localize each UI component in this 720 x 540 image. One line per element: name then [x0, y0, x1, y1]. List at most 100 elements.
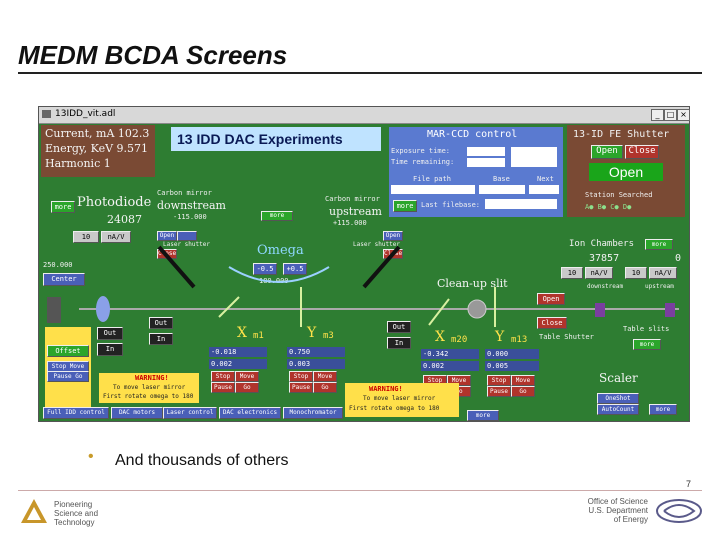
offset-button[interactable]: Offset [47, 345, 89, 357]
photodiode-more-button[interactable]: more [51, 201, 75, 213]
slide-title: MEDM BCDA Screens [18, 40, 288, 70]
motor-move-button[interactable]: Move [447, 375, 471, 386]
tab-dac-motors[interactable]: DAC motors [111, 407, 163, 419]
ion-range-up-select[interactable]: 10 [625, 267, 647, 279]
photodiode-label: Photodiode [77, 195, 152, 210]
fe-close-button[interactable]: Close [625, 145, 659, 159]
table-slits-more-button[interactable]: more [633, 339, 661, 350]
minimize-icon[interactable]: _ [651, 109, 664, 121]
motor-go-button[interactable]: Go [511, 386, 535, 397]
motor-stop-button[interactable]: Stop [487, 375, 511, 386]
carbon-down-open-button[interactable]: Open [157, 231, 177, 241]
ion-range-down-select[interactable]: 10 [561, 267, 583, 279]
photodiode-unit-select[interactable]: nA/V [101, 231, 131, 243]
motor-move-button[interactable]: Move [313, 371, 337, 382]
motor-stop-button[interactable]: Stop [211, 371, 235, 382]
motor-step-field[interactable]: 0.002 [421, 361, 479, 371]
mid-out-button[interactable]: Out [149, 317, 173, 329]
motor-value-field[interactable]: -0.342 [421, 349, 479, 359]
x-arrow-icon [218, 296, 240, 318]
motor-move-button[interactable]: Move [235, 371, 259, 382]
motor-panel-m1: X m1 -0.018 0.002 Stop Move Pause Go [209, 325, 271, 395]
mid-in-button[interactable]: In [149, 333, 173, 345]
right-in-button[interactable]: In [387, 337, 411, 349]
bottom-more-button[interactable]: more [467, 410, 499, 421]
warning-line2: First rotate omega to 180 [103, 393, 194, 400]
motor-value-field[interactable]: 0.000 [485, 349, 539, 359]
motor-value-field[interactable]: 0.750 [287, 347, 345, 357]
fe-open-button[interactable]: Open [591, 145, 623, 159]
carbon-down-more-button[interactable] [177, 231, 197, 241]
omega-minus-button[interactable]: -0.5 [253, 263, 277, 275]
experiment-header: 13 IDD DAC Experiments [171, 127, 381, 151]
ion-upstream-label: upstream [645, 283, 674, 290]
cleanup-close-button[interactable]: Close [537, 317, 567, 329]
offset-pause-go-button[interactable]: Pause Go [47, 371, 89, 382]
motor-pause-button[interactable]: Pause [211, 382, 235, 393]
scaler-more-button[interactable]: more [649, 404, 677, 415]
mirror-up-icon [362, 245, 401, 289]
cleanup-open-button[interactable]: Open [537, 293, 565, 305]
base-input[interactable] [479, 185, 525, 194]
window-title: 13IDD_vit.adl [55, 109, 116, 119]
motor-step-field[interactable]: 0.005 [485, 361, 539, 371]
stage-out-button[interactable]: Out [97, 327, 123, 340]
bullet-icon: • [88, 448, 94, 465]
omega-label: Omega [257, 243, 304, 258]
ion-unit-down-select[interactable]: nA/V [585, 267, 613, 279]
base-label: Base [493, 175, 510, 183]
tab-monochromator[interactable]: Monochromator [283, 407, 343, 419]
motor-go-button[interactable]: Go [235, 382, 259, 393]
tab-laser-control[interactable]: Laser control [163, 407, 217, 419]
scaler-label: Scaler [599, 371, 638, 385]
tab-full-idd-control[interactable]: Full IDD control [43, 407, 109, 419]
warning-box-right: WARNING! To move laser mirror First rota… [345, 383, 459, 417]
ion-more-button[interactable]: more [645, 239, 673, 250]
current-readout: Current, mA 102.3 [45, 127, 150, 140]
carbon-up-value: +115.000 [333, 219, 367, 227]
motor-panel-m3: Y m3 0.750 0.003 Stop Move Pause Go [287, 325, 349, 395]
fe-shutter-title: 13-ID FE Shutter [573, 129, 670, 140]
window-titlebar[interactable]: 13IDD_vit.adl _ □ × [39, 107, 690, 124]
marccd-more-button[interactable]: more [393, 200, 417, 212]
motor-value-field[interactable]: -0.018 [209, 347, 267, 357]
autocount-button[interactable]: AutoCount [597, 404, 639, 415]
ion-unit-up-select[interactable]: nA/V [649, 267, 677, 279]
carbon-down-title: Carbon mirror [157, 189, 212, 197]
filepath-label: File path [413, 175, 451, 183]
mirror-down-icon [157, 245, 196, 289]
right-out-button[interactable]: Out [387, 321, 411, 333]
motor-step-field[interactable]: 0.003 [287, 359, 345, 369]
window-menu-icon[interactable] [42, 110, 51, 118]
next-input[interactable] [529, 185, 559, 194]
energy-readout: Energy, KeV 9.571 [45, 142, 149, 155]
motor-step-field[interactable]: 0.002 [209, 359, 267, 369]
filepath-input[interactable] [391, 185, 475, 194]
stage-in-button[interactable]: In [97, 343, 123, 356]
motor-pause-button[interactable]: Pause [487, 386, 511, 397]
oneshot-button[interactable]: OneShot [597, 393, 639, 404]
carbon-up-open-button[interactable]: Open [383, 231, 403, 241]
last-filebase-field [485, 199, 557, 209]
motor-axis-y: Y [495, 329, 505, 345]
exposure-input[interactable] [467, 147, 505, 156]
ion-chamber-down-icon [595, 303, 605, 317]
warning-box-left: WARNING! To move laser mirror First rota… [99, 373, 199, 403]
motor-move-button[interactable]: Move [511, 375, 535, 386]
doe-logo-icon [656, 499, 702, 523]
ccd-image-box [511, 147, 557, 167]
tab-dac-electronics[interactable]: DAC electronics [219, 407, 281, 419]
motor-go-button[interactable]: Go [313, 382, 337, 393]
omega-more-button[interactable]: more [261, 211, 293, 221]
motor-pause-button[interactable]: Pause [289, 382, 313, 393]
footer-left-line: Technology [54, 518, 95, 527]
footer-right-line: Office of Science [587, 497, 648, 506]
maximize-icon[interactable]: □ [664, 109, 677, 121]
omega-plus-button[interactable]: +0.5 [283, 263, 307, 275]
close-icon[interactable]: × [677, 109, 690, 121]
center-button[interactable]: Center [43, 273, 85, 286]
photodiode-range-select[interactable]: 10 [73, 231, 99, 243]
motor-axis-x: X [435, 329, 445, 345]
motor-stop-button[interactable]: Stop [289, 371, 313, 382]
footer-left-line: Science and [54, 509, 99, 518]
